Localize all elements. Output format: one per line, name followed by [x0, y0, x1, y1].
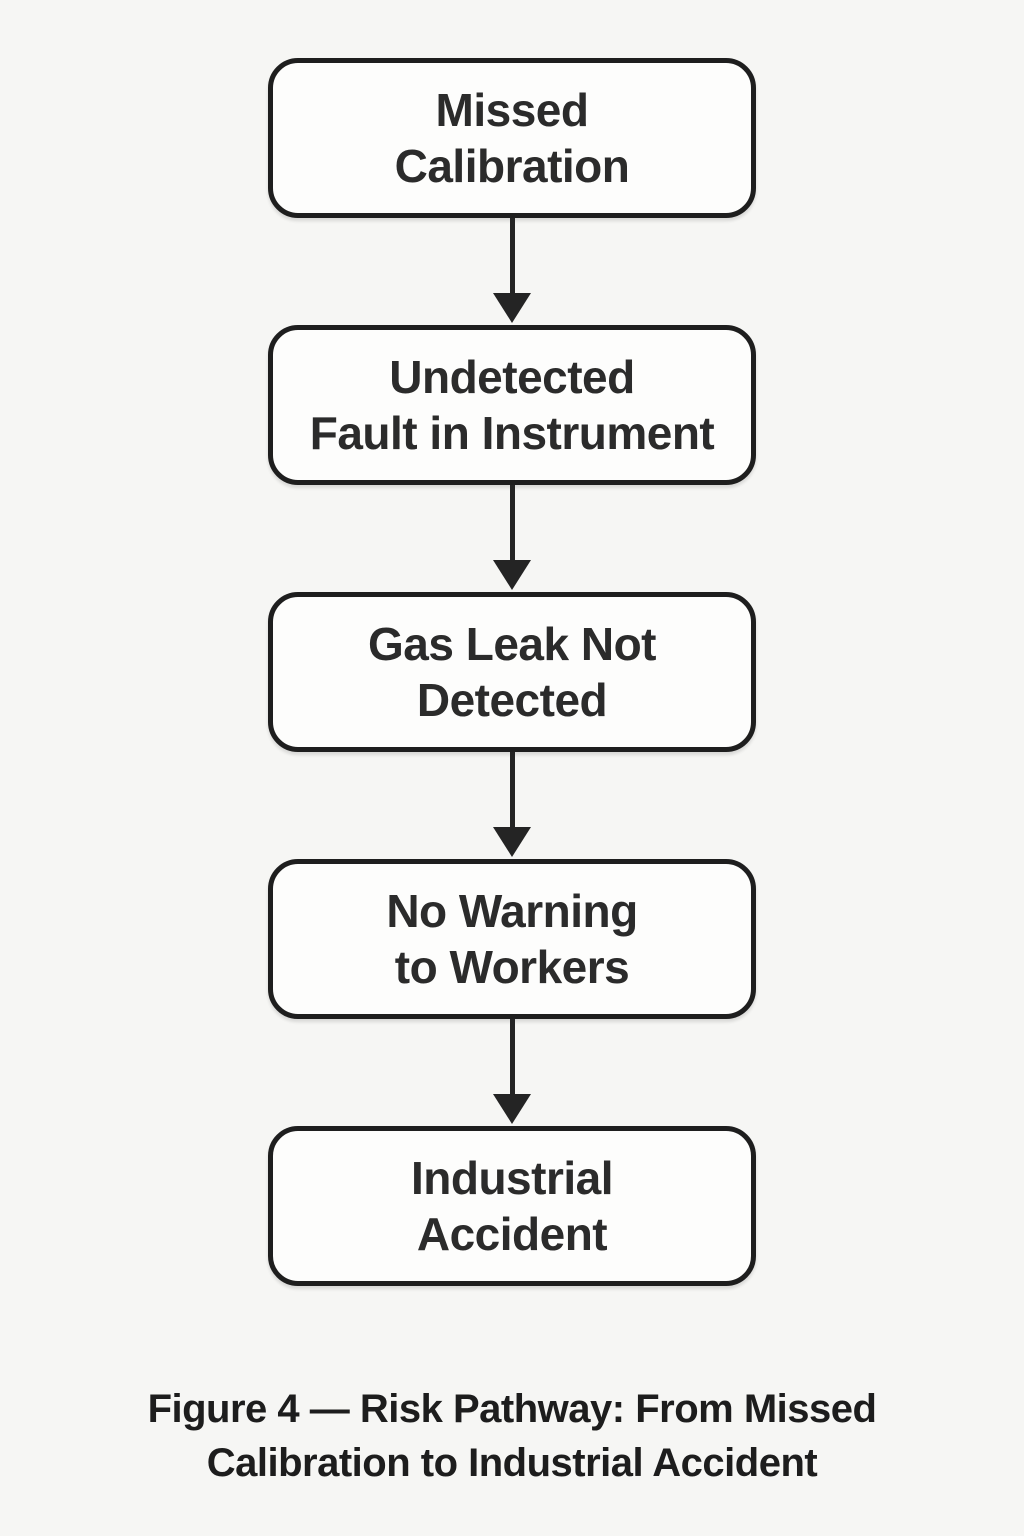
figure-caption-line-1: Figure 4 — Risk Pathway: From Missed	[147, 1387, 877, 1431]
figure-caption: Figure 4 — Risk Pathway: From Missed Cal…	[148, 1382, 877, 1490]
node-label: Missed	[435, 84, 589, 136]
arrow-head	[493, 827, 531, 857]
arrow-down-icon	[493, 1019, 531, 1126]
node-label: Undetected	[389, 351, 635, 403]
node-label: to Workers	[394, 941, 630, 993]
arrow-down-icon	[493, 485, 531, 592]
flow-node-industrial-accident: Industrial Accident	[268, 1126, 756, 1286]
arrow-shaft	[509, 1019, 515, 1095]
flow-node-missed-calibration: Missed Calibration	[268, 58, 756, 218]
node-label: Industrial	[410, 1152, 614, 1204]
arrow-shaft	[509, 752, 515, 828]
node-label: Detected	[416, 674, 608, 726]
node-label: No Warning	[386, 885, 638, 937]
risk-pathway-flowchart: Missed Calibration Undetected Fault in I…	[268, 58, 756, 1286]
arrow-head	[493, 293, 531, 323]
flow-node-gas-leak-not-detected: Gas Leak Not Detected	[268, 592, 756, 752]
node-label: Calibration	[394, 140, 630, 192]
arrow-down-icon	[493, 218, 531, 325]
arrow-down-icon	[493, 752, 531, 859]
figure-caption-line-2: Calibration to Industrial Accident	[206, 1441, 818, 1485]
node-label: Accident	[416, 1208, 608, 1260]
flow-node-no-warning-to-workers: No Warning to Workers	[268, 859, 756, 1019]
node-label: Fault in Instrument	[309, 407, 715, 459]
arrow-head	[493, 1094, 531, 1124]
arrow-shaft	[509, 218, 515, 294]
node-label: Gas Leak Not	[368, 618, 657, 670]
flow-node-undetected-fault: Undetected Fault in Instrument	[268, 325, 756, 485]
arrow-head	[493, 560, 531, 590]
arrow-shaft	[509, 485, 515, 561]
